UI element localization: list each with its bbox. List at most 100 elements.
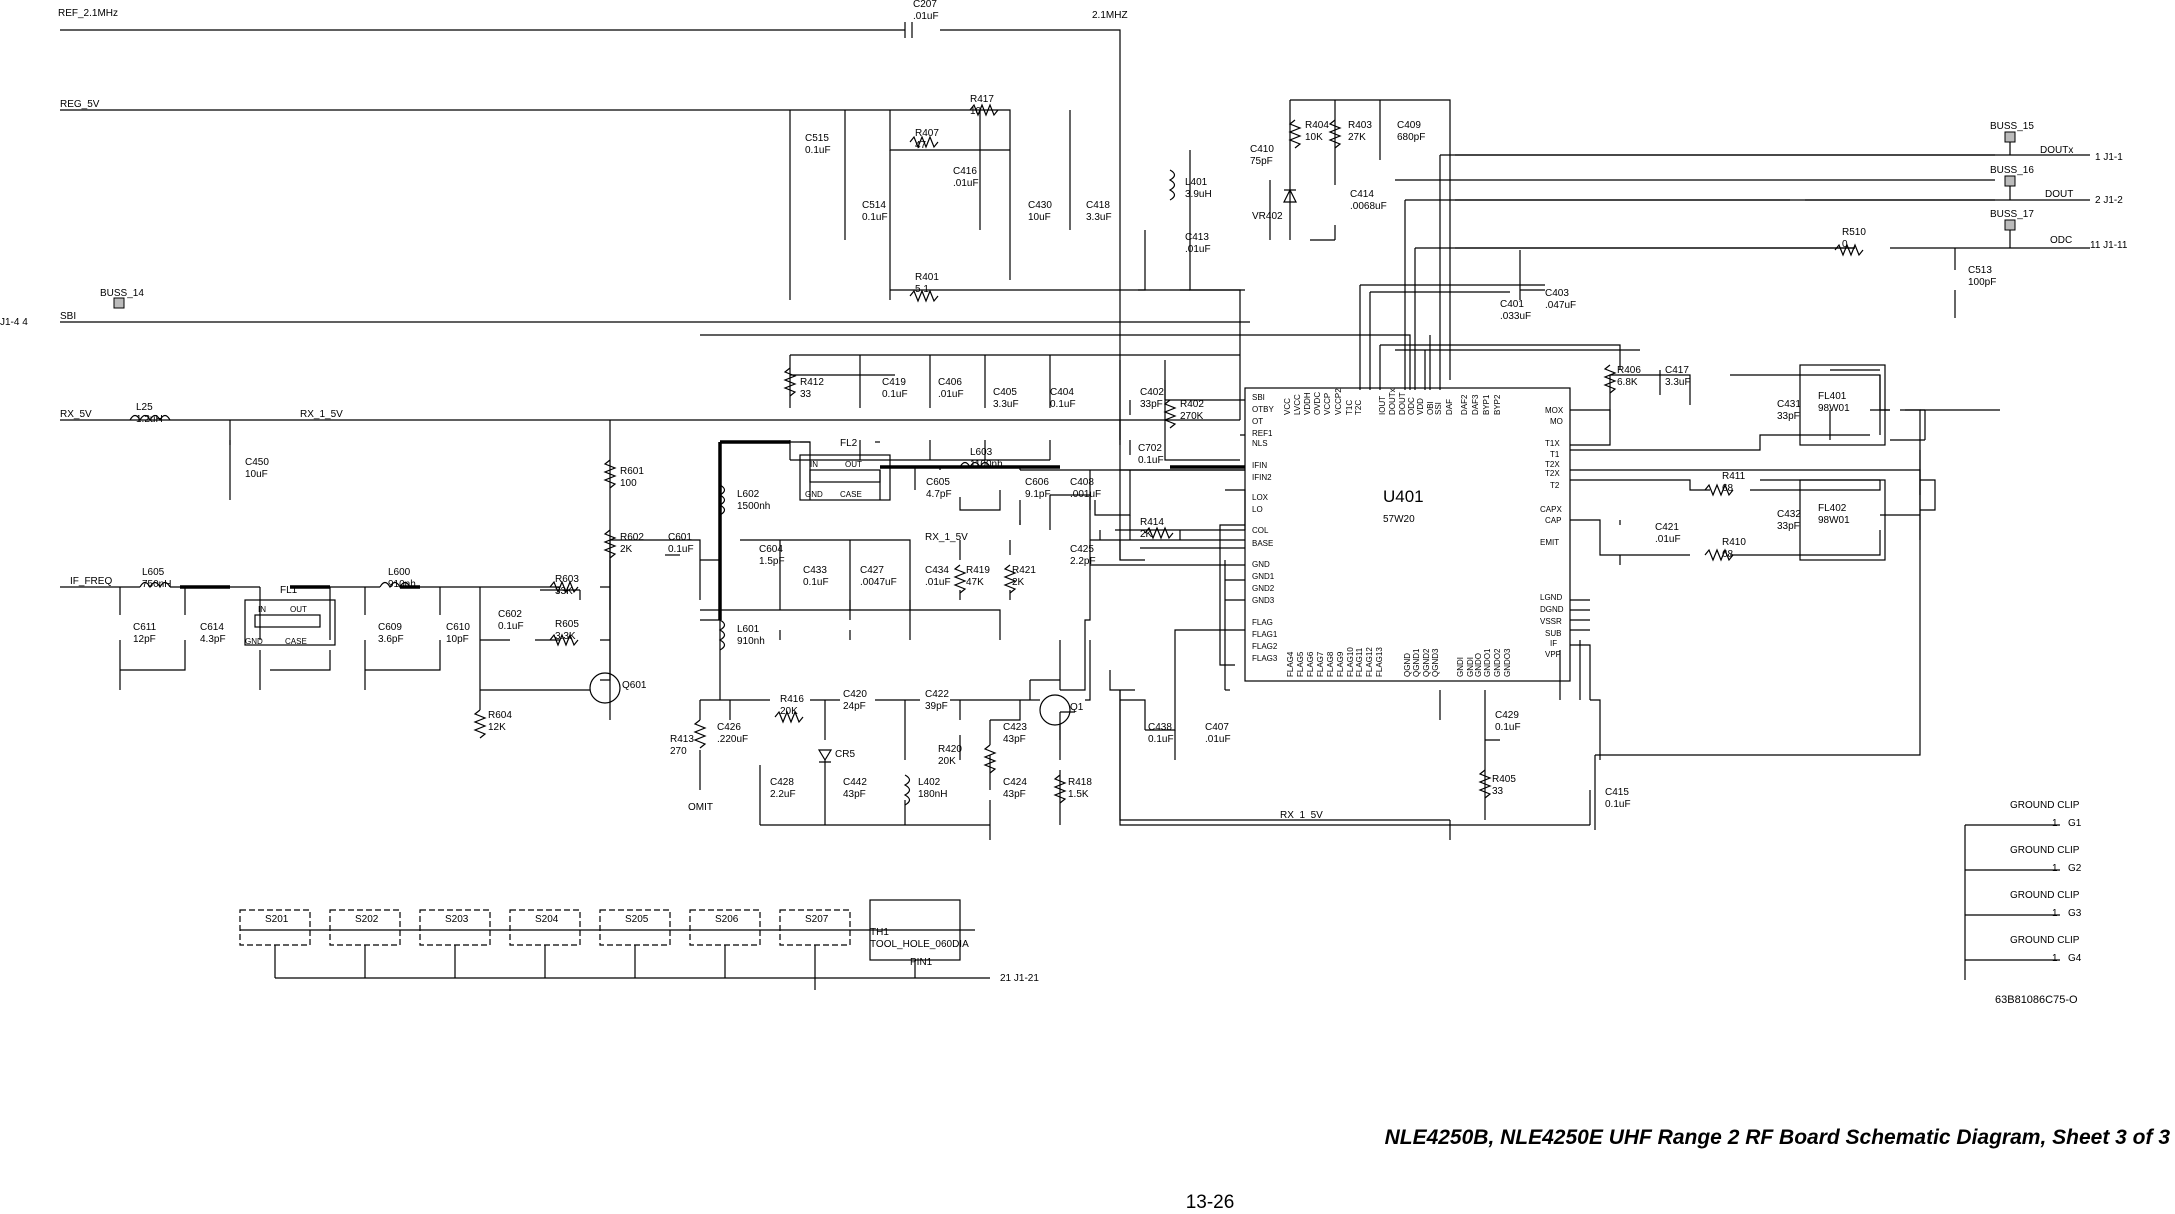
l603-symbol — [959, 461, 991, 469]
value-c415: 0.1uF — [1605, 799, 1631, 810]
buss-17-pad — [2004, 219, 2016, 231]
r418-symbol — [1053, 774, 1067, 804]
ref-c415: C415 — [1605, 787, 1629, 798]
page-title: NLE4250B, NLE4250E UHF Range 2 RF Board … — [1384, 1126, 2170, 1149]
ref-l602: L602 — [737, 489, 760, 500]
ground-clip-ref-g4: G4 — [2068, 953, 2082, 964]
ic-pin-t1: T1 — [1550, 450, 1560, 459]
value-r418: 1.5K — [1068, 789, 1089, 800]
value-c423: 43pF — [1003, 734, 1026, 745]
ic-pin-lo: LO — [1252, 505, 1263, 514]
value-r403: 27K — [1348, 132, 1366, 143]
ref-c429: C429 — [1495, 710, 1519, 721]
value-c403: .047uF — [1545, 300, 1576, 311]
value-c432: 33pF — [1777, 521, 1800, 532]
ref-c433: C433 — [803, 565, 827, 576]
ic-pin-capx: CAPX — [1540, 505, 1562, 514]
ref-r413: R413 — [670, 734, 694, 745]
ref-c604: C604 — [759, 544, 783, 555]
value-c602: 0.1uF — [498, 621, 524, 632]
ref-c601: C601 — [668, 532, 692, 543]
value-c207: .01uF — [913, 11, 939, 22]
ic-pin-gndo1: GNDO1 — [1483, 648, 1492, 677]
ref-c207: C207 — [913, 0, 937, 10]
ic-pin-sub: SUB — [1545, 629, 1561, 638]
value-r402: 270K — [1180, 411, 1204, 422]
value-c515: 0.1uF — [805, 145, 831, 156]
value-c407: .01uF — [1205, 734, 1231, 745]
ref-c602: C602 — [498, 609, 522, 620]
r412-symbol — [783, 367, 797, 397]
ground-clip-ref-g1: G1 — [2068, 818, 2082, 829]
ref-r414: R414 — [1140, 517, 1164, 528]
omit-label: OMIT — [688, 802, 713, 813]
ic-pin-obi: OBI — [1426, 401, 1435, 415]
r417-symbol — [969, 103, 999, 117]
shield-boxes — [239, 909, 851, 946]
ic-pin-vpp: VPP — [1545, 650, 1561, 659]
r605-symbol — [549, 633, 579, 647]
ic-pin-vcc: VCC — [1283, 398, 1292, 415]
net-rx15v-a: RX_1_5V — [300, 409, 343, 420]
fl2-case: CASE — [840, 490, 862, 499]
ground-clip-pin-2: 1 — [2052, 863, 2058, 874]
label-layer: REF_2.1MHz 2.1MHZ REG_5V SBI RX_5V RX_1_… — [0, 8, 2128, 984]
l600-symbol — [379, 581, 411, 589]
net-rx15v-c: RX_1_5V — [1280, 810, 1323, 821]
ic-pin-flag1: FLAG1 — [1252, 630, 1278, 639]
value-c422: 39pF — [925, 701, 948, 712]
ref-c428: C428 — [770, 777, 794, 788]
fl2-gnd: GND — [805, 490, 823, 499]
value-c410: 75pF — [1250, 156, 1273, 167]
value-c609: 3.6pF — [378, 634, 404, 645]
ground-clip-ref-g3: G3 — [2068, 908, 2082, 919]
ref-c513: C513 — [1968, 265, 1992, 276]
value-c604: 1.5pF — [759, 556, 785, 567]
ic-pin-gnd: GND — [1252, 560, 1270, 569]
ref-c702: C702 — [1138, 443, 1162, 454]
ic-pin-flag11: FLAG11 — [1355, 647, 1364, 677]
value-c421: .01uF — [1655, 534, 1681, 545]
value-l605: 750nH — [142, 579, 171, 590]
ref-c430: C430 — [1028, 200, 1052, 211]
ground-clip-label-1: GROUND CLIP — [2010, 800, 2080, 811]
ground-clip-label-4: GROUND CLIP — [2010, 935, 2080, 946]
net-doutx: DOUTx — [2040, 145, 2073, 156]
ref-c409: C409 — [1397, 120, 1421, 131]
ref-r420: R420 — [938, 744, 962, 755]
ground-clip-label-2: GROUND CLIP — [2010, 845, 2080, 856]
ic-pin-qgnd2: QGND2 — [1422, 648, 1431, 677]
ground-clip-pin-1: 1 — [2052, 818, 2058, 829]
ref-c442: C442 — [843, 777, 867, 788]
value-r416: 20K — [780, 706, 798, 717]
r510-symbol — [1834, 243, 1864, 257]
ic-pin-iout: IOUT — [1378, 396, 1387, 415]
ref-r417: R417 — [970, 94, 994, 105]
ref-c403: C403 — [1545, 288, 1569, 299]
value-c426: .220uF — [717, 734, 748, 745]
value-r405: 33 — [1492, 786, 1504, 797]
r604-symbol — [473, 709, 487, 739]
ref-c416: C416 — [953, 166, 977, 177]
net-sbi: SBI — [60, 311, 76, 322]
tool-hole-body — [869, 899, 961, 961]
value-r411: 68 — [1722, 483, 1734, 494]
ref-c610: C610 — [446, 622, 470, 633]
cr5-symbol — [817, 749, 833, 763]
fl2-out: OUT — [845, 460, 862, 469]
buss-14-pad — [113, 297, 125, 309]
ref-q1: Q1 — [1070, 702, 1084, 713]
net-odc: ODC — [2050, 235, 2072, 246]
ic-pin-base: BASE — [1252, 539, 1273, 548]
ref-c605: C605 — [926, 477, 950, 488]
component-labels: C207.01uFC5150.1uFC5140.1uFR41710R40747C… — [133, 0, 1996, 810]
ground-clip-pin-3: 1 — [2052, 908, 2058, 919]
ic-pin-emit: EMIT — [1540, 538, 1559, 547]
value-l603: 1100nh — [970, 459, 1003, 470]
r406-symbol — [1603, 364, 1617, 394]
value-c424: 43pF — [1003, 789, 1026, 800]
value-r406: 6.8K — [1617, 377, 1638, 388]
ic-pin-gnd2: GND2 — [1252, 584, 1275, 593]
ref-c405: C405 — [993, 387, 1017, 398]
